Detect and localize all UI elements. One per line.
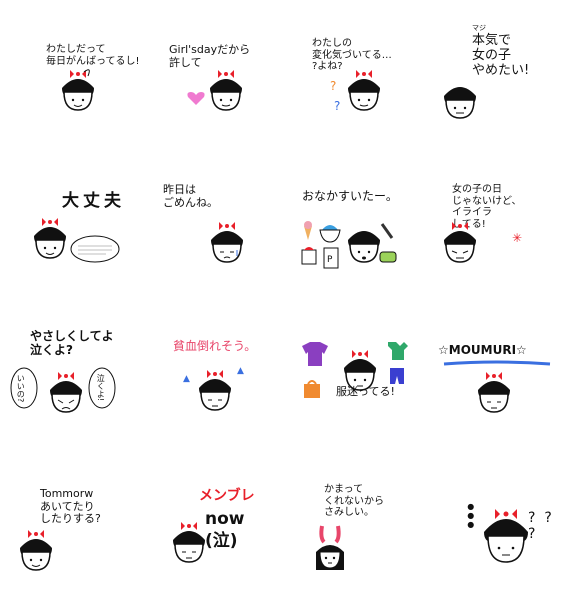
girl-face-icon: [173, 522, 205, 563]
sticker-13-text: Tommorw あいてたり したりする?: [40, 487, 101, 526]
bubble-left-text: いいの?: [16, 374, 26, 403]
clothes-icons: [302, 342, 408, 398]
question-mark: ?: [330, 79, 337, 93]
sticker-3-text: わたしの 変化気づいてる… ?よね?: [312, 38, 392, 72]
sticker-11[interactable]: 服迷ってる!: [282, 300, 422, 450]
speech-bubble-icon: [10, 367, 38, 409]
girl-face-icon: [62, 69, 94, 111]
sticker-14-text: now (泣): [205, 509, 245, 552]
sticker-6[interactable]: 昨日は ごめんね。: [141, 150, 281, 300]
sticker-4-ruby: マジ: [472, 24, 486, 32]
girl-face-icon: [444, 87, 476, 119]
girl-face-icon: [348, 231, 380, 263]
sticker-2[interactable]: Girl'sdayだから 許して: [141, 0, 281, 150]
underline-icon: [443, 360, 551, 366]
girl-face-icon: [344, 350, 376, 391]
sticker-9-text: やさしくしてよ 泣くよ?: [30, 329, 114, 357]
girl-face-icon: [20, 530, 52, 571]
speech-bubble-icon: [70, 235, 120, 263]
sticker-14-red-text: メンブレ: [199, 488, 255, 504]
sticker-15[interactable]: かまって くれないから さみしい。: [282, 450, 422, 600]
sticker-7-text: おなかすいたー。: [302, 189, 398, 203]
sticker-10-text: 貧血倒れそう。: [173, 339, 257, 353]
girl-face-icon: [199, 370, 231, 411]
sticker-7[interactable]: おなかすいたー。 P: [282, 150, 422, 300]
sticker-8[interactable]: 女の子の日 じゃないけど、 イライラ してる! ✳: [422, 150, 562, 300]
food-icons: P: [301, 221, 397, 269]
sticker-1-text: わたしだって 毎日がんばってるし!: [46, 44, 140, 67]
girl-face-icon: [211, 222, 243, 263]
sticker-5-text: 大丈夫: [62, 191, 125, 211]
girl-face-icon: [34, 218, 66, 259]
speech-bubble-icon: [88, 367, 116, 409]
girl-face-icon: [478, 372, 510, 413]
sticker-4-text: 本気で 女の子 やめたい!: [472, 33, 530, 78]
drop-icon: ▲: [237, 366, 244, 376]
sticker-4[interactable]: マジ 本気で 女の子 やめたい!: [422, 0, 562, 150]
sticker-6-text: 昨日は ごめんね。: [163, 183, 218, 209]
girl-face-icon: [50, 372, 82, 413]
drop-icon: ▲: [183, 374, 190, 384]
svg-text:P: P: [327, 255, 333, 265]
sticker-8-text: 女の子の日 じゃないけど、 イライラ してる!: [452, 184, 522, 230]
sticker-12-text: ☆MOUMURI☆: [438, 343, 527, 357]
sticker-5[interactable]: 大丈夫: [0, 150, 140, 300]
sticker-2-text: Girl'sdayだから 許して: [169, 43, 251, 69]
sticker-15-text: かまって くれないから さみしい。: [324, 484, 384, 518]
dots-icon: ●●●: [466, 502, 476, 529]
question-mark: ?: [334, 99, 341, 113]
sticker-1[interactable]: わたしだって 毎日がんばってるし!: [0, 0, 140, 150]
sticker-14[interactable]: メンブレ now (泣): [141, 450, 281, 600]
girl-face-icon: [210, 70, 242, 111]
bunny-girl-icon: [316, 525, 344, 570]
heart-icon: [187, 92, 205, 105]
sticker-16[interactable]: ●●● ? ? ?: [422, 450, 562, 600]
girl-face-icon: [484, 509, 528, 563]
anger-icon: ✳: [512, 231, 523, 245]
sticker-11-text: 服迷ってる!: [336, 385, 395, 398]
girl-face-icon: [444, 222, 476, 263]
sticker-3[interactable]: わたしの 変化気づいてる… ?よね? ? ?: [282, 0, 422, 150]
sticker-13[interactable]: Tommorw あいてたり したりする?: [0, 450, 140, 600]
sticker-9[interactable]: やさしくしてよ 泣くよ? いいの? 泣くよ!: [0, 300, 140, 450]
sticker-12[interactable]: ☆MOUMURI☆: [422, 300, 562, 450]
sticker-10[interactable]: 貧血倒れそう。 ▲ ▲: [141, 300, 281, 450]
sticker-16-text: ? ? ?: [528, 510, 552, 543]
bubble-right-text: 泣くよ!: [96, 374, 106, 402]
girl-face-icon: [348, 70, 380, 111]
